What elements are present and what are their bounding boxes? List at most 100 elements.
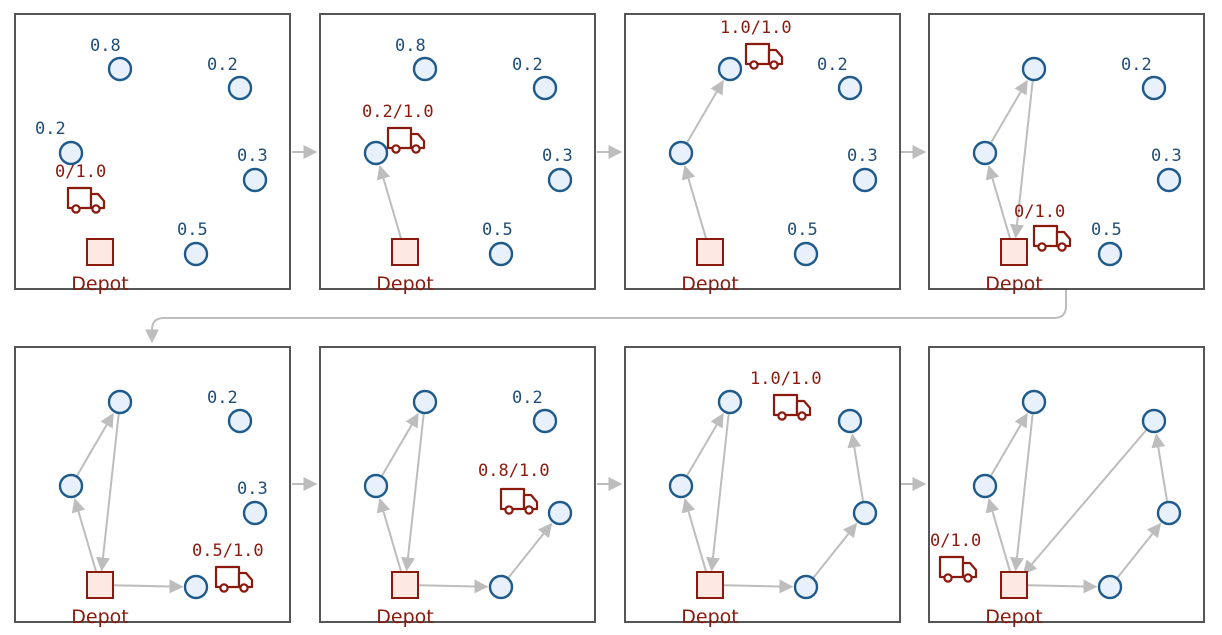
- customer-c2-circle-icon: [107, 389, 133, 415]
- edge-c2-D: [706, 413, 730, 572]
- customer-c3-circle-icon: [227, 75, 253, 101]
- edge-c2-D: [401, 413, 425, 572]
- depot-label: Depot: [985, 606, 1042, 628]
- edge-c1-c2: [76, 412, 114, 477]
- route-edges: [985, 79, 1034, 239]
- customer-c1-circle-icon: [972, 473, 998, 499]
- depot-square-icon: [696, 238, 724, 266]
- customer-c3-circle-icon: [837, 75, 863, 101]
- demand-label-c3: 0.2: [512, 388, 543, 408]
- step-panel-3: Depot 0.2 0.3 0.5 1.0/1.0: [624, 13, 901, 295]
- demand-label-c3: 0.2: [1121, 55, 1152, 75]
- route-edges: [376, 412, 553, 594]
- customer-c5-circle-icon: [793, 241, 819, 267]
- edge-D-c5: [418, 579, 489, 594]
- demand-label-c3: 0.2: [512, 55, 543, 75]
- edge-c1-c2: [990, 412, 1028, 477]
- edge-D-c5: [723, 579, 794, 594]
- edge-D-c1: [71, 498, 98, 572]
- edge-c5-c4: [1116, 522, 1162, 579]
- customer-c2-circle-icon: [717, 389, 743, 415]
- depot-label: Depot: [985, 273, 1042, 295]
- edge-c1-c2: [381, 412, 419, 477]
- edge-D-c1: [681, 498, 708, 572]
- edge-D-c1: [985, 498, 1012, 572]
- customer-c1-circle-icon: [668, 140, 694, 166]
- demand-label-c3: 0.2: [817, 55, 848, 75]
- edge-c1-c2: [686, 79, 724, 144]
- customer-c4-circle-icon: [547, 500, 573, 526]
- vehicle-load-label: 0.8/1.0: [478, 461, 550, 481]
- edge-c1-c2: [686, 412, 724, 477]
- demand-label-c3: 0.2: [207, 55, 238, 75]
- route-edges: [681, 412, 865, 594]
- customer-c5-circle-icon: [793, 574, 819, 600]
- truck-icon: [386, 126, 426, 154]
- customer-c2-circle-icon: [412, 389, 438, 415]
- customer-c2-circle-icon: [412, 56, 438, 82]
- edge-c3-D: [1022, 429, 1147, 575]
- edge-D-c1: [376, 165, 403, 239]
- customer-c3-circle-icon: [227, 408, 253, 434]
- depot-square-icon: [696, 571, 724, 599]
- customer-c3-circle-icon: [837, 408, 863, 434]
- truck-icon: [744, 42, 784, 70]
- customer-c5-circle-icon: [183, 574, 209, 600]
- demand-label-c2: 0.8: [395, 36, 426, 56]
- step-panel-6: Depot 0.2 0.8/1.0: [319, 346, 596, 628]
- customer-c3-circle-icon: [532, 408, 558, 434]
- customer-c4-circle-icon: [852, 167, 878, 193]
- customer-c1-circle-icon: [668, 473, 694, 499]
- truck-icon: [938, 555, 978, 583]
- vehicle-load-label: 0/1.0: [1014, 202, 1065, 222]
- edge-c1-c2: [990, 79, 1028, 144]
- depot-label: Depot: [71, 606, 128, 628]
- demand-label-c5: 0.5: [1091, 220, 1122, 240]
- demand-label-c5: 0.5: [482, 220, 513, 240]
- vehicle-load-label: 0.5/1.0: [192, 541, 264, 561]
- vehicle-load-label: 0.2/1.0: [362, 102, 434, 122]
- customer-c1-circle-icon: [58, 140, 84, 166]
- step-panel-7: Depot 1.0/1.0: [624, 346, 901, 628]
- depot-label: Depot: [681, 273, 738, 295]
- vehicle-load-label: 1.0/1.0: [720, 18, 792, 38]
- customer-c4-circle-icon: [547, 167, 573, 193]
- truck-icon: [66, 186, 106, 214]
- edge-c5-c4: [812, 522, 858, 579]
- edge-D-c5: [1027, 579, 1098, 594]
- demand-label-c5: 0.5: [787, 220, 818, 240]
- depot-label: Depot: [681, 606, 738, 628]
- customer-c3-circle-icon: [1141, 408, 1167, 434]
- demand-label-c4: 0.3: [847, 146, 878, 166]
- depot-label: Depot: [376, 606, 433, 628]
- truck-icon: [214, 565, 254, 593]
- customer-c4-circle-icon: [1156, 500, 1182, 526]
- truck-icon: [772, 393, 812, 421]
- demand-label-c1: 0.2: [35, 119, 66, 139]
- customer-c2-circle-icon: [107, 56, 133, 82]
- customer-c1-circle-icon: [363, 473, 389, 499]
- vehicle-load-label: 1.0/1.0: [750, 369, 822, 389]
- customer-c1-circle-icon: [972, 140, 998, 166]
- edge-D-c5: [113, 579, 184, 594]
- customer-c1-circle-icon: [363, 140, 389, 166]
- customer-c4-circle-icon: [242, 167, 268, 193]
- customer-c5-circle-icon: [183, 241, 209, 267]
- demand-label-c4: 0.3: [1151, 146, 1182, 166]
- customer-c2-circle-icon: [1021, 389, 1047, 415]
- demand-label-c2: 0.8: [90, 36, 121, 56]
- vehicle-load-label: 0/1.0: [55, 162, 106, 182]
- edge-c4-c3: [847, 433, 865, 502]
- customer-c5-circle-icon: [1097, 574, 1123, 600]
- truck-icon: [499, 487, 539, 515]
- edge-c4-c3: [1151, 433, 1169, 502]
- demand-label-c4: 0.3: [237, 146, 268, 166]
- edge-D-c1: [681, 165, 708, 239]
- edge-D-c1: [376, 498, 403, 572]
- depot-square-icon: [86, 238, 114, 266]
- customer-c4-circle-icon: [852, 500, 878, 526]
- customer-c2-circle-icon: [717, 56, 743, 82]
- route-edges: [985, 412, 1169, 594]
